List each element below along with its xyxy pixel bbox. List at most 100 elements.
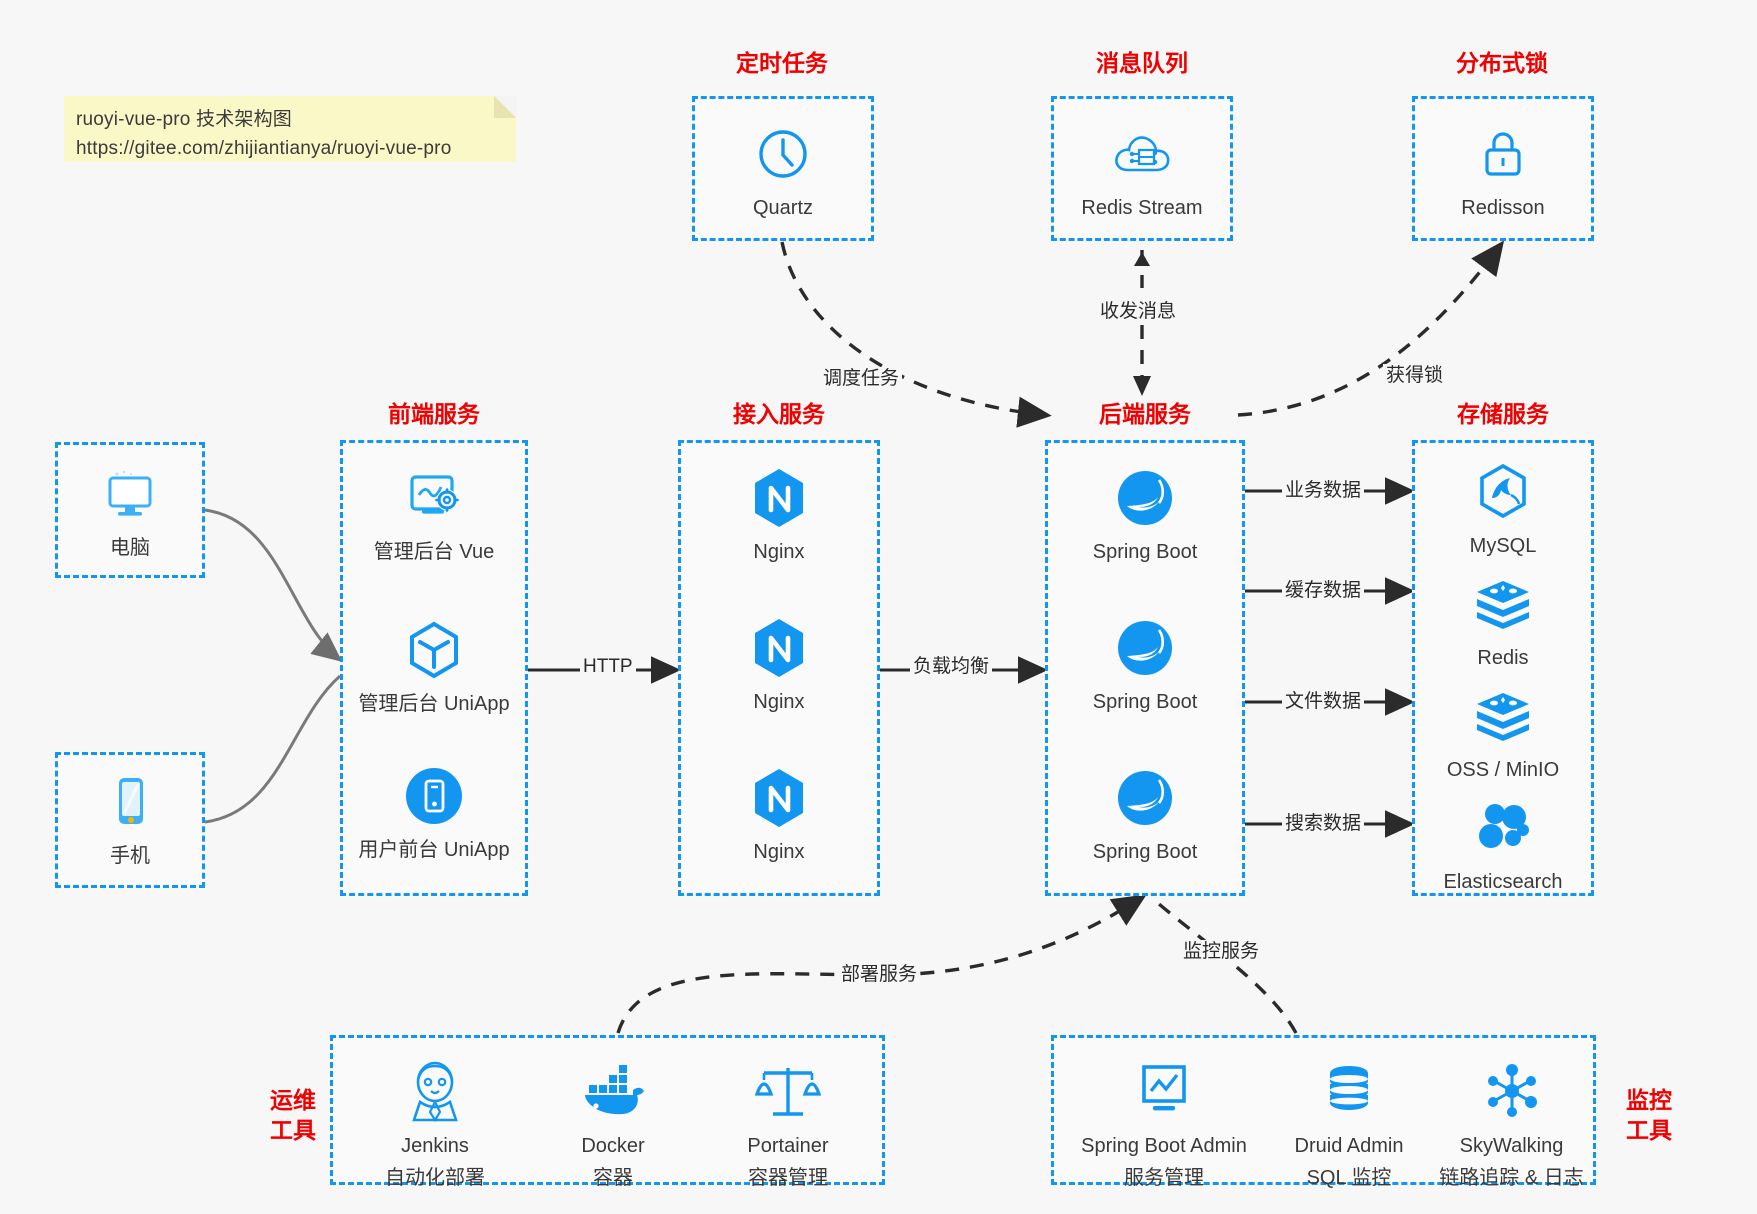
node-label: 用户前台 UniApp xyxy=(358,839,510,861)
edge-label-mq: 收发消息 xyxy=(1097,300,1180,324)
node-label: Nginx xyxy=(753,691,805,713)
node-jenkins[interactable]: Jenkins 自动化部署 xyxy=(355,1054,515,1192)
edge-label-file-data: 文件数据 xyxy=(1282,690,1365,714)
node-label: 手机 xyxy=(110,845,150,867)
node-mobile[interactable]: 手机 xyxy=(58,769,202,869)
group-box-gateway: Nginx Nginx Nginx xyxy=(678,440,880,896)
edge-label-load-balance: 负载均衡 xyxy=(910,655,993,679)
node-name: Jenkins xyxy=(401,1135,469,1157)
note-fold-corner xyxy=(494,96,516,118)
group-box-distributed-lock: Redisson xyxy=(1412,96,1594,241)
database-icon xyxy=(1264,1054,1434,1128)
diagram-note: ruoyi-vue-pro 技术架构图 https://gitee.com/zh… xyxy=(64,96,516,162)
node-label: Redisson xyxy=(1461,197,1545,219)
node-nginx-2[interactable]: Nginx xyxy=(681,615,877,715)
group-box-monitoring: Spring Boot Admin 服务管理 xyxy=(1051,1035,1596,1189)
node-name: Spring Boot Admin xyxy=(1081,1135,1247,1157)
group-title-storage: 存储服务 xyxy=(1457,401,1549,427)
edge-label-monitor-service: 监控服务 xyxy=(1180,940,1263,964)
edge-get-lock xyxy=(1237,240,1505,417)
node-redis-stream[interactable]: Redis Stream xyxy=(1054,121,1230,221)
node-label: Spring Boot xyxy=(1092,841,1198,863)
skywalking-node-icon xyxy=(1424,1054,1599,1128)
node-desc: 服务管理 xyxy=(1124,1167,1204,1189)
elasticsearch-icon xyxy=(1415,795,1591,861)
node-druid-admin[interactable]: Druid Admin SQL 监控 xyxy=(1264,1054,1434,1192)
edge-label-deploy-service: 部署服务 xyxy=(838,963,921,987)
mobile-phone-icon xyxy=(58,769,202,835)
node-admin-vue[interactable]: 管理后台 Vue xyxy=(343,465,525,565)
node-desc: 链路追踪 & 日志 xyxy=(1439,1167,1584,1189)
node-redisson[interactable]: Redisson xyxy=(1415,121,1591,221)
node-redis[interactable]: Redis xyxy=(1415,571,1591,671)
node-desc: 容器管理 xyxy=(748,1167,828,1189)
node-desc: 容器 xyxy=(593,1167,633,1189)
node-name: Druid Admin xyxy=(1294,1135,1404,1157)
node-admin-uniapp[interactable]: 管理后台 UniApp xyxy=(343,617,525,717)
node-spring-boot-admin[interactable]: Spring Boot Admin 服务管理 xyxy=(1064,1054,1264,1192)
node-docker[interactable]: Docker 容器 xyxy=(533,1054,693,1192)
node-name: SkyWalking xyxy=(1459,1135,1564,1157)
node-label: OSS / MinIO xyxy=(1446,759,1560,781)
node-label: Redis Stream xyxy=(1081,197,1203,219)
node-spring-boot-1[interactable]: Spring Boot xyxy=(1048,465,1242,565)
edge-label-business-data: 业务数据 xyxy=(1282,479,1365,503)
node-oss-minio[interactable]: OSS / MinIO xyxy=(1415,683,1591,783)
scales-icon xyxy=(703,1054,873,1128)
phone-circle-icon xyxy=(343,763,525,829)
group-title-scheduled-task: 定时任务 xyxy=(736,50,828,76)
node-spring-boot-3[interactable]: Spring Boot xyxy=(1048,765,1242,865)
mysql-icon xyxy=(1415,459,1591,525)
node-pc[interactable]: 电脑 xyxy=(58,461,202,561)
docker-whale-icon xyxy=(533,1054,693,1128)
node-name: Docker xyxy=(581,1135,645,1157)
nginx-icon xyxy=(681,615,877,681)
node-label: Spring Boot xyxy=(1092,541,1198,563)
node-desc: SQL 监控 xyxy=(1306,1167,1392,1189)
spring-boot-icon xyxy=(1048,765,1242,831)
group-box-devops: Jenkins 自动化部署 Docker 容器 xyxy=(330,1035,885,1189)
edge-mq-arrow-up xyxy=(1134,252,1150,266)
node-elasticsearch[interactable]: Elasticsearch xyxy=(1415,795,1591,895)
group-title-monitoring-line2: 工具 xyxy=(1626,1117,1672,1143)
node-spring-boot-2[interactable]: Spring Boot xyxy=(1048,615,1242,715)
node-label: Quartz xyxy=(752,197,814,219)
group-box-client-mobile: 手机 xyxy=(55,752,205,888)
edge-label-get-lock: 获得锁 xyxy=(1383,364,1447,388)
node-name: Portainer xyxy=(747,1135,829,1157)
clock-icon xyxy=(695,121,871,187)
edge-label-cache-data: 缓存数据 xyxy=(1282,579,1365,603)
node-label: 管理后台 Vue xyxy=(373,541,495,563)
jenkins-icon xyxy=(355,1054,515,1128)
node-label: Elasticsearch xyxy=(1443,871,1563,893)
group-title-monitoring: 监控 工具 xyxy=(1614,1085,1684,1145)
group-title-distributed-lock: 分布式锁 xyxy=(1456,50,1548,76)
spring-boot-icon xyxy=(1048,615,1242,681)
note-url: https://gitee.com/zhijiantianya/ruoyi-vu… xyxy=(76,138,452,159)
node-quartz[interactable]: Quartz xyxy=(695,121,871,221)
spring-boot-icon xyxy=(1048,465,1242,531)
node-desc: 自动化部署 xyxy=(385,1167,485,1189)
note-title: ruoyi-vue-pro 技术架构图 xyxy=(76,109,293,130)
node-skywalking[interactable]: SkyWalking 链路追踪 & 日志 xyxy=(1424,1054,1599,1192)
node-label: Nginx xyxy=(753,841,805,863)
node-label: 电脑 xyxy=(110,537,150,559)
edge-label-search-data: 搜索数据 xyxy=(1282,812,1365,836)
lock-icon xyxy=(1415,121,1591,187)
group-title-monitoring-line1: 监控 xyxy=(1626,1087,1672,1113)
group-title-devops-line2: 工具 xyxy=(270,1117,316,1143)
node-portainer[interactable]: Portainer 容器管理 xyxy=(703,1054,873,1192)
group-title-message-queue: 消息队列 xyxy=(1096,50,1188,76)
group-box-storage: MySQL Redis xyxy=(1412,440,1594,896)
node-user-uniapp[interactable]: 用户前台 UniApp xyxy=(343,763,525,863)
group-box-client-pc: 电脑 xyxy=(55,442,205,578)
node-label: Nginx xyxy=(753,541,805,563)
node-nginx-1[interactable]: Nginx xyxy=(681,465,877,565)
monitor-chart-icon xyxy=(1064,1054,1264,1128)
node-nginx-3[interactable]: Nginx xyxy=(681,765,877,865)
nginx-icon xyxy=(681,465,877,531)
redis-icon xyxy=(1415,571,1591,637)
nginx-icon xyxy=(681,765,877,831)
node-mysql[interactable]: MySQL xyxy=(1415,459,1591,559)
